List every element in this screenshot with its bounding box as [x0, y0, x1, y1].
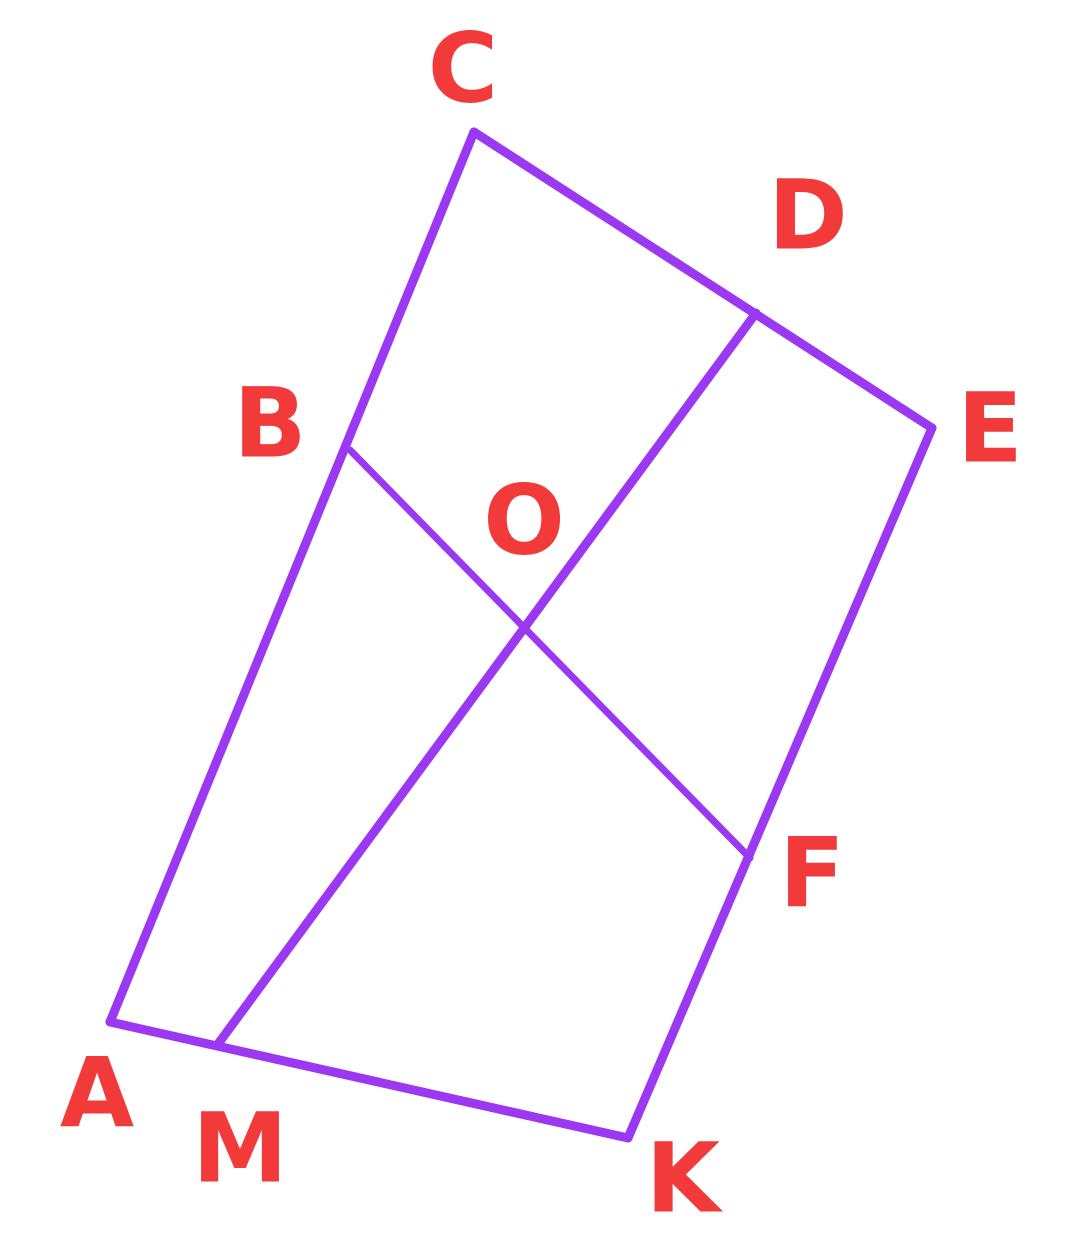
point-label-m: M	[192, 1092, 288, 1204]
point-label-f: F	[779, 817, 845, 929]
segment-e-k	[623, 423, 937, 1143]
segment-a-c	[105, 127, 479, 1027]
point-label-e: E	[957, 372, 1023, 484]
point-label-k: K	[646, 1122, 724, 1234]
segment-c-e	[469, 127, 937, 433]
point-label-d: D	[768, 159, 848, 271]
point-label-b: B	[233, 367, 306, 479]
point-label-c: C	[428, 12, 498, 124]
diagram-segments	[105, 127, 937, 1143]
point-label-o: O	[483, 464, 565, 576]
segment-b-f	[346, 446, 754, 862]
point-label-a: A	[60, 1037, 134, 1149]
segment-m-d	[213, 308, 761, 1049]
segment-k-a	[105, 1017, 633, 1143]
